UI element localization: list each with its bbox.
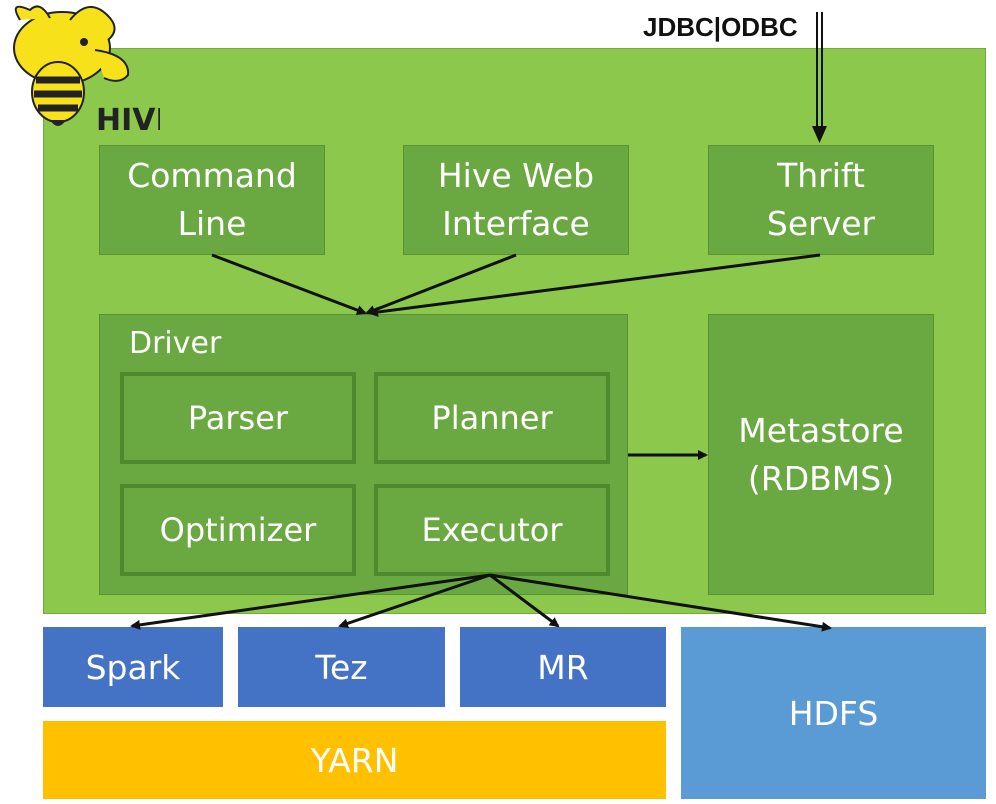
tez-box[interactable]: Tez <box>238 627 445 707</box>
optimizer-label: Optimizer <box>159 511 317 549</box>
parser-box[interactable]: Parser <box>120 372 356 464</box>
command-line-label-2: Line <box>177 204 247 243</box>
driver-label: Driver <box>129 326 222 361</box>
jdbc-odbc-label: JDBC|ODBC <box>643 12 798 42</box>
thrift-server-label-1: Thrift <box>777 156 865 195</box>
yarn-label: YARN <box>310 740 399 780</box>
yarn-box[interactable]: YARN <box>43 721 666 799</box>
hdfs-label: HDFS <box>788 693 879 733</box>
hive-web-interface-label-2: Interface <box>442 204 590 243</box>
tez-label: Tez <box>315 647 368 687</box>
thrift-server-label-2: Server <box>766 204 876 243</box>
command-line-label-1: Command <box>127 156 297 195</box>
command-line-box[interactable]: Command Line <box>99 145 325 255</box>
mr-box[interactable]: MR <box>460 627 666 707</box>
spark-box[interactable]: Spark <box>43 627 223 707</box>
thrift-server-box[interactable]: Thrift Server <box>708 145 934 255</box>
mr-label: MR <box>537 647 589 687</box>
hive-logo-text: HIVE <box>96 103 160 138</box>
metastore-label-1: Metastore <box>738 410 904 450</box>
planner-label: Planner <box>431 399 553 437</box>
metastore-label-2: (RDBMS) <box>747 458 895 498</box>
planner-box[interactable]: Planner <box>374 372 610 464</box>
spark-label: Spark <box>85 647 181 687</box>
executor-box[interactable]: Executor <box>374 484 610 576</box>
hdfs-box[interactable]: HDFS <box>681 627 986 799</box>
metastore-box[interactable]: Metastore (RDBMS) <box>708 314 934 595</box>
hive-web-interface-label-1: Hive Web <box>437 156 595 195</box>
optimizer-box[interactable]: Optimizer <box>120 484 356 576</box>
hive-logo: HIVE <box>13 5 160 138</box>
hive-web-interface-box[interactable]: Hive Web Interface <box>403 145 629 255</box>
executor-label: Executor <box>421 511 563 549</box>
parser-label: Parser <box>187 399 289 437</box>
